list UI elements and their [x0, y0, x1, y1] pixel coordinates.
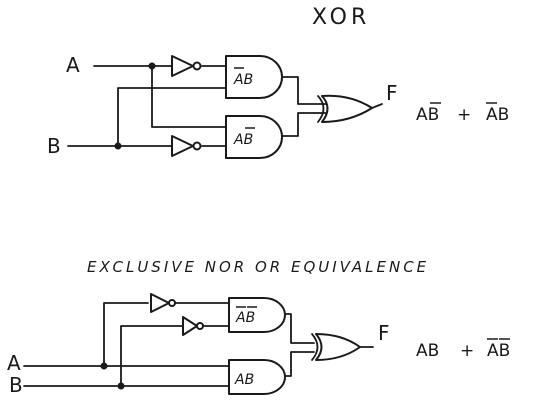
xnor-and-gate-bottom: AB [228, 359, 286, 395]
xor-junction-b [114, 142, 122, 150]
xnor-expr-left: AB [416, 341, 439, 361]
xnor-not-gate-b [182, 316, 204, 336]
xnor-circuit: EXCLUSIVE NOR OR EQUIVALENCE A B AB [7, 258, 510, 397]
xor-expr-plus: + [457, 105, 471, 125]
xor-wires [67, 65, 383, 147]
xor-circuit: XOR A B AB [47, 5, 509, 159]
xor-and-bottom-label: AB [233, 132, 253, 148]
xnor-and-bottom-label: AB [234, 372, 254, 388]
xnor-output-label: F [378, 321, 390, 345]
xnor-expression: AB + AB [416, 338, 510, 361]
xor-and-gate-bottom: AB [225, 115, 283, 159]
xnor-and-top-label: AB [235, 310, 255, 326]
xnor-junction-a [100, 362, 108, 370]
xnor-or-gate [311, 333, 361, 361]
xor-or-gate [317, 94, 373, 123]
xnor-input-a-label: A [7, 351, 21, 375]
xnor-expr-plus: + [460, 341, 474, 361]
xnor-input-b-label: B [9, 373, 23, 397]
xor-not-gate-b [171, 135, 202, 157]
xor-and-gate-top: AB [225, 55, 283, 99]
xor-expression: AB + AB [416, 102, 509, 125]
xor-title: XOR [312, 5, 370, 30]
xnor-expr-right: AB [487, 341, 510, 361]
xor-not-gate-a [171, 55, 202, 77]
xnor-not-gate-a [150, 293, 176, 313]
xor-output-label: F [386, 81, 398, 105]
xnor-junction-b [117, 382, 125, 390]
xor-input-a-label: A [66, 53, 80, 77]
xnor-and-gate-top: AB [228, 297, 286, 333]
xnor-wires [23, 302, 374, 387]
xor-expr-left: AB [416, 105, 439, 125]
xor-input-b-label: B [47, 134, 61, 158]
xor-and-top-label: AB [233, 72, 253, 88]
xor-junction-a [148, 62, 156, 70]
xnor-title: EXCLUSIVE NOR OR EQUIVALENCE [87, 258, 429, 276]
xor-expr-right: AB [486, 105, 509, 125]
